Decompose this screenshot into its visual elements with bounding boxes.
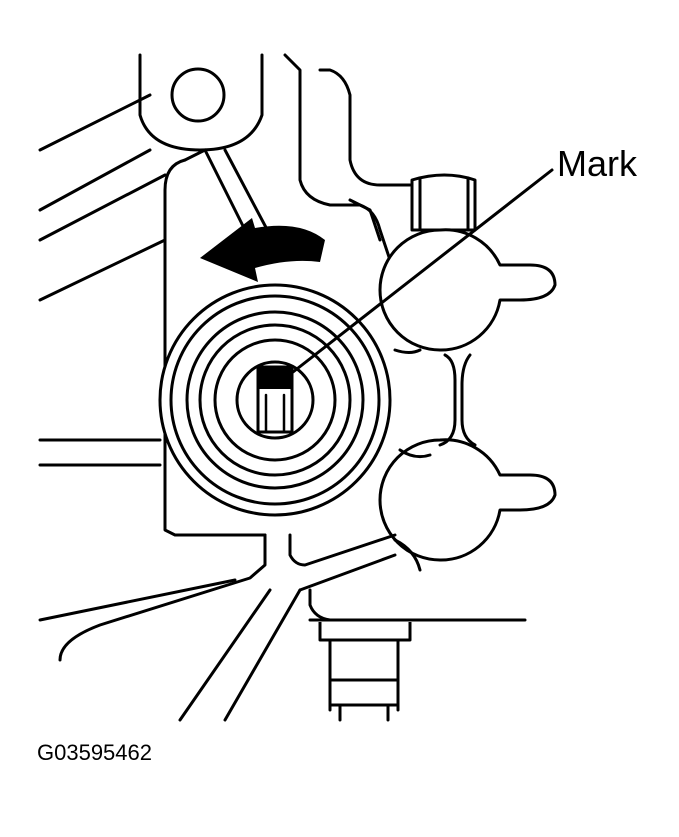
right-upper-lobe bbox=[378, 228, 557, 352]
lower-ribs bbox=[38, 533, 422, 722]
callout-leader-line bbox=[291, 168, 554, 374]
right-lower-lobe bbox=[378, 438, 557, 562]
lobe-connector-web bbox=[393, 348, 477, 459]
shaft-end bbox=[256, 365, 294, 434]
lower-shaft bbox=[308, 618, 527, 722]
top-fitting bbox=[410, 173, 477, 232]
mark-label: Mark bbox=[557, 143, 638, 184]
figure-id: G03595462 bbox=[37, 740, 152, 765]
top-boss bbox=[138, 53, 264, 152]
alignment-mark bbox=[258, 367, 292, 389]
rotation-arrow-icon bbox=[200, 218, 325, 282]
housing-outline bbox=[163, 53, 412, 537]
housing-ribs-upper-left bbox=[38, 93, 167, 302]
housing-lines-left bbox=[38, 438, 162, 467]
